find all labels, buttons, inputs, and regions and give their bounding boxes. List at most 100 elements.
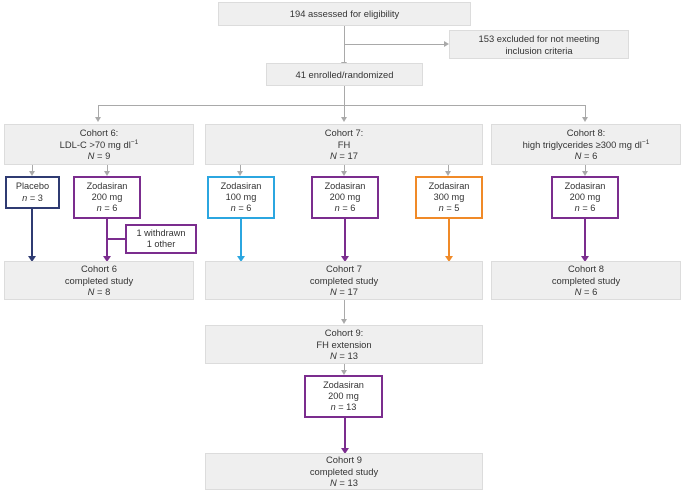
c7-zoda300-line-3: n = 5 [439,203,460,214]
arrow-to-excluded [444,40,449,47]
c6completed-n-label: N [87,286,95,298]
c9-zoda200-n-value: = 13 [335,402,357,413]
c7-zoda200-n-value: = 6 [339,203,356,214]
connector-c7zoda300-to-c7completed [448,219,450,259]
c9-zoda200-n-label: n [330,402,336,413]
c7-zoda300-line-1: Zodasiran [428,180,470,191]
cohort8-line-2: high triglycerides ≥300 mg dl−1 [523,139,650,150]
c7-zoda200-line-3: n = 6 [335,203,356,214]
connector-c6zoda-to-withdrawn [107,238,127,240]
cohort7-line-3: N = 17 [330,150,358,161]
connector-c7completed-to-cohort9 [344,300,345,322]
placebo-line-1: Placebo [15,181,50,192]
c6completed-line-3: N = 8 [88,286,111,297]
arrow-to-c7-zoda200 [340,171,347,176]
cohort8-n-value: = 6 [581,150,598,162]
c7-zoda300-n-label: n [438,203,444,214]
cohort8-line-1: Cohort 8: [566,127,606,139]
connector-c6-to-placebo [32,165,33,173]
c9completed-line-2: completed study [309,465,379,477]
arrow-to-c8-zoda200 [581,171,588,176]
c8-zoda200-line-2: 200 mg [569,191,601,202]
cohort6-line-2: LDL-C >70 mg dl−1 [60,139,139,150]
node-cohort9-completed: Cohort 9 completed study N = 13 [205,453,483,490]
c7-zoda100-n-value: = 6 [235,203,252,214]
cohort6-line-1: Cohort 6: [79,127,119,139]
cohort9-line-2: FH extension [316,338,372,350]
c6-zoda200-line-1: Zodasiran [86,180,128,191]
placebo-n-label: n [22,192,28,203]
connector-cohort-split-bus [98,105,585,106]
cohort7-n-value: = 17 [336,150,358,162]
c7-zoda100-line-2: 100 mg [225,191,257,202]
arrow-c8zoda200-to-c8completed [581,256,589,262]
node-arm-cohort9-zodasiran-200: Zodasiran 200 mg n = 13 [304,375,383,418]
c9completed-line-3: N = 13 [330,477,358,488]
connector-drop-cohort7 [344,105,345,119]
node-assessed-for-eligibility: 194 assessed for eligibility [218,2,471,26]
connector-c6-to-zoda200 [107,165,108,173]
arrow-to-cohort8 [581,117,588,122]
c7-zoda200-line-2: 200 mg [329,191,361,202]
c6-zoda200-line-3: n = 6 [97,203,118,214]
c6-zoda200-line-2: 200 mg [91,191,123,202]
node-cohort6-completed: Cohort 6 completed study N = 8 [4,261,194,300]
cohort6-n-label: N [87,150,95,162]
node-enrolled-randomized: 41 enrolled/randomized [266,63,423,86]
arrow-placebo-to-c6completed [28,256,36,262]
c8completed-line-3: N = 6 [575,286,598,297]
cohort7-n-label: N [330,150,337,162]
c7-zoda100-line-3: n = 6 [231,203,252,214]
node-cohort-9: Cohort 9: FH extension N = 13 [205,325,483,364]
enrolled-line-1: 41 enrolled/randomized [295,68,394,80]
excluded-line-1: 153 excluded for not meeting [478,33,600,45]
cohort8-line-3: N = 6 [575,150,598,161]
node-cohort7-completed: Cohort 7 completed study N = 17 [205,261,483,300]
arrow-to-cohort7 [340,117,347,122]
arrow-to-c7-zoda300 [444,171,451,176]
cohort9-n-label: N [330,350,337,362]
c8completed-line-1: Cohort 8 [568,263,604,275]
connector-cohort9-to-arm [344,364,345,373]
node-arm-cohort8-zodasiran-200: Zodasiran 200 mg n = 6 [551,176,619,219]
connector-enrolled-trunk [344,86,345,105]
c8-zoda200-n-value: = 6 [579,203,596,214]
c6completed-line-1: Cohort 6 [81,263,117,275]
node-excluded: 153 excluded for not meeting inclusion c… [449,30,629,59]
excluded-line-2: inclusion criteria [505,44,573,56]
connector-assessed-trunk [344,26,345,64]
c9completed-n-label: N [330,477,337,489]
arrow-to-c6-zoda200 [103,171,110,176]
connector-c8zoda200-to-c8completed [584,219,586,259]
connector-c7-to-zoda200 [344,165,345,173]
c7-zoda300-n-value: = 5 [443,203,460,214]
assessed-line-1: 194 assessed for eligibility [289,8,400,20]
connector-drop-cohort6 [98,105,99,119]
c6-zoda200-n-label: n [96,203,102,214]
node-arm-cohort6-zodasiran-200: Zodasiran 200 mg n = 6 [73,176,141,219]
cohort9-n-value: = 13 [336,350,358,362]
cohort8-criteria: high triglycerides ≥300 mg dl [522,138,642,150]
placebo-line-2: n = 3 [22,193,43,204]
cohort9-line-1: Cohort 9: [324,327,364,339]
c6-zoda200-n-value: = 6 [101,203,118,214]
c7-zoda300-line-2: 300 mg [433,191,465,202]
c7completed-n-value: = 17 [336,286,358,298]
cohort9-line-3: N = 13 [330,350,358,361]
withdrawn-line-1: 1 withdrawn [136,227,186,238]
c8completed-n-value: = 6 [581,286,598,298]
connector-drop-cohort8 [585,105,586,119]
cohort7-line-2: FH [337,138,351,150]
arrow-to-cohort9 [340,319,347,324]
withdrawn-line-2: 1 other [146,239,176,249]
cohort6-line-3: N = 9 [88,150,111,161]
connector-c9zoda-to-c9completed [344,418,346,451]
c7completed-line-1: Cohort 7 [326,263,362,275]
arrow-cohort9-to-arm [340,370,347,375]
node-arm-cohort7-zodasiran-200: Zodasiran 200 mg n = 6 [311,176,379,219]
connector-c6zoda-to-c6completed [106,219,108,259]
c8-zoda200-n-label: n [574,203,580,214]
arrow-to-cohort6 [94,117,101,122]
c9-zoda200-line-1: Zodasiran [323,379,364,390]
